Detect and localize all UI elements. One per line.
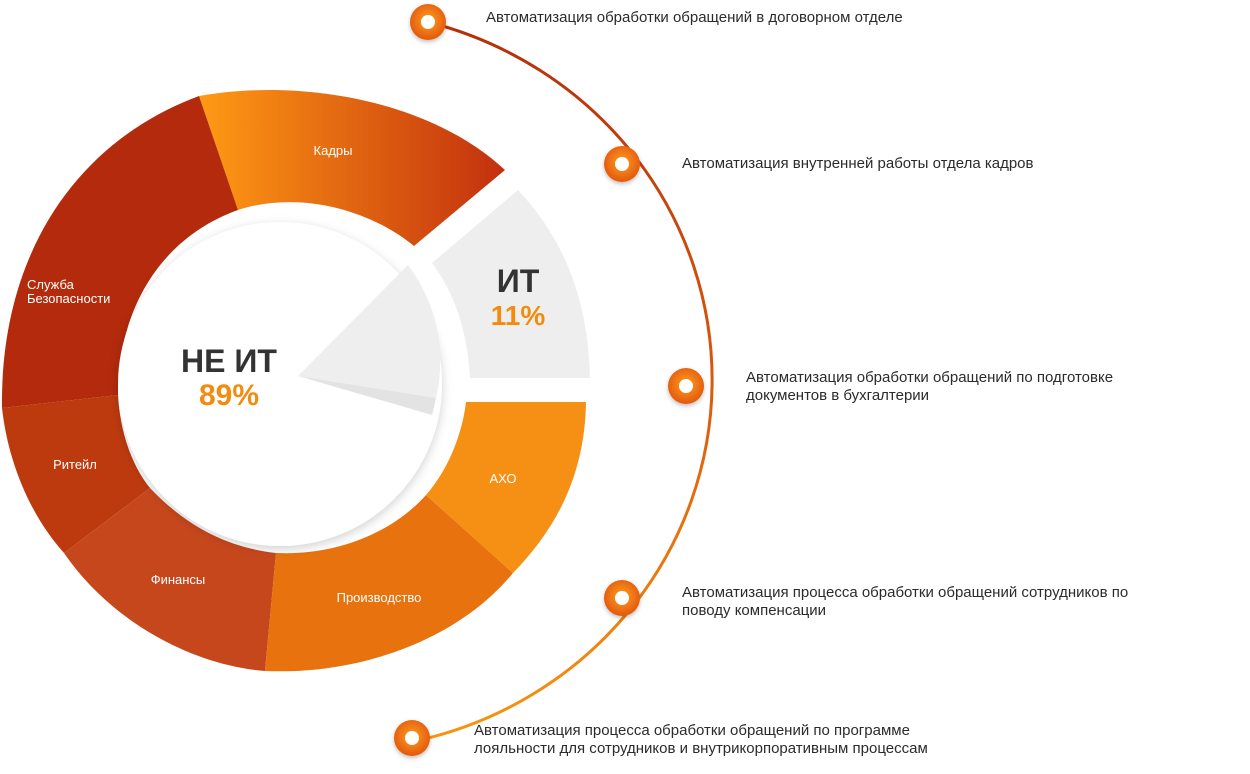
timeline-item-3: Автоматизация обработки обращений по под…	[746, 369, 1113, 405]
timeline-item-4-line-1: Автоматизация процесса обработки обращен…	[682, 584, 1129, 601]
timeline-item-5: Автоматизация процесса обработки обращен…	[474, 722, 928, 758]
donut-segments	[1, 90, 590, 672]
segment-production	[265, 495, 513, 672]
timeline-dot-4	[604, 580, 640, 616]
timeline-arc	[419, 20, 714, 742]
timeline-dots	[394, 4, 704, 756]
timeline-dot-1	[410, 4, 446, 40]
segment-kadry	[199, 90, 505, 246]
segment-security	[1, 96, 239, 408]
timeline-item-2: Автоматизация внутренней работы отдела к…	[682, 155, 1034, 173]
segment-finance	[64, 488, 276, 671]
segment-label-security: Служба Безопасности	[27, 277, 110, 306]
timeline-item-5-line-1: Автоматизация процесса обработки обращен…	[474, 722, 910, 739]
segment-label-retail: Ритейл	[53, 457, 97, 472]
timeline-dot-3	[668, 368, 704, 404]
center-wedge-shade	[298, 376, 436, 415]
segment-label-finance: Финансы	[151, 572, 206, 587]
timeline-item-4-line-2: поводу компенсации	[682, 602, 827, 619]
timeline-item-4: Автоматизация процесса обработки обращен…	[682, 584, 1128, 620]
segment-label-kadry: Кадры	[314, 143, 353, 158]
segment-labels: Кадры Служба Безопасности Ритейл Финансы…	[27, 143, 517, 605]
segment-aho	[426, 402, 586, 573]
center-value: 89%	[199, 379, 259, 412]
segment-label-production: Производство	[337, 590, 422, 605]
it-value: 11%	[491, 300, 546, 331]
timeline-item-1: Автоматизация обработки обращений в дого…	[486, 9, 903, 27]
center-title: НЕ ИТ	[181, 343, 277, 379]
timeline-item-5-line-2: лояльности для сотрудников и внутрикорпо…	[474, 740, 928, 757]
segment-label-aho: АХО	[489, 471, 516, 486]
segment-retail	[2, 395, 150, 553]
timeline-item-1-line-1: Автоматизация обработки обращений в дого…	[486, 9, 903, 26]
timeline-item-2-line-1: Автоматизация внутренней работы отдела к…	[682, 155, 1034, 172]
donut-center	[118, 222, 442, 546]
timeline-dot-2	[604, 146, 640, 182]
timeline-item-3-line-1: Автоматизация обработки обращений по под…	[746, 369, 1114, 386]
timeline-dot-5	[394, 720, 430, 756]
segment-it	[432, 190, 590, 378]
timeline-item-3-line-2: документов в бухгалтерии	[746, 387, 930, 404]
it-title: ИТ	[497, 263, 540, 299]
center-wedge	[298, 265, 441, 398]
